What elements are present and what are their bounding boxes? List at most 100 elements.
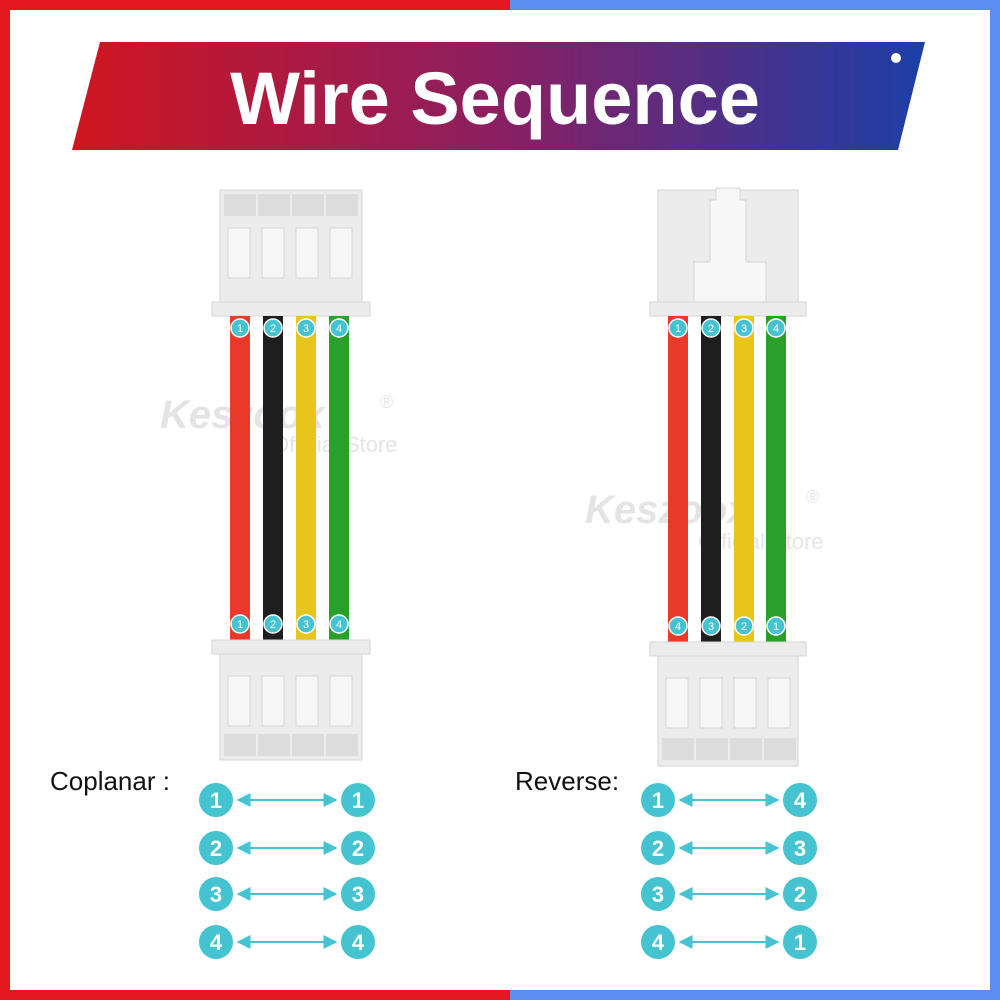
to-pin-badge [341,831,375,865]
pin-number: 3 [741,323,747,335]
from-pin-number: 4 [210,930,223,955]
pin-number: 4 [773,323,779,335]
pin-badge [734,318,754,338]
mapping-row: 3 3 [199,877,375,911]
watermark-mark: ® [806,487,819,507]
to-pin-badge [783,925,817,959]
title-banner [72,42,925,150]
to-pin-number: 4 [794,788,807,813]
to-pin-number: 2 [352,836,364,861]
from-pin-number: 1 [210,788,222,813]
mapping-row: 2 3 [641,831,817,865]
mapping-row: 1 1 [199,783,375,817]
reverse-bottom-connector [649,641,807,767]
from-pin-badge [199,831,233,865]
pin-number: 2 [270,323,276,335]
wire-red [230,316,250,640]
pin-number: 3 [708,621,714,633]
from-pin-badge [641,925,675,959]
wire-green [329,316,349,640]
to-pin-number: 1 [794,930,806,955]
pin-badge [230,318,250,338]
from-pin-badge [199,783,233,817]
pin-badge [329,614,349,634]
pin-number: 3 [303,619,309,631]
pin-number: 1 [773,621,779,633]
wire-black [263,316,283,640]
pin-badge [263,614,283,634]
pin-number: 4 [336,619,342,631]
coplanar-bottom-connector [211,639,371,761]
to-pin-number: 3 [352,882,364,907]
pin-number: 1 [675,323,681,335]
frame-bottom-left [0,990,510,1000]
pin-badge [701,616,721,636]
reverse-label: Reverse: [515,766,619,796]
pin-badge [734,616,754,636]
coplanar-top-connector [211,189,371,317]
to-pin-badge [341,877,375,911]
mapping-row: 1 4 [641,783,817,817]
pin-number: 2 [741,621,747,633]
pin-number: 2 [708,323,714,335]
frame-top-left [0,0,510,10]
wire-black [701,316,721,642]
pin-badge [668,318,688,338]
to-pin-number: 4 [352,930,365,955]
to-pin-badge [341,783,375,817]
pin-badge [263,318,283,338]
pin-number: 1 [237,323,243,335]
pin-number: 1 [237,619,243,631]
wire-yellow [296,316,316,640]
from-pin-number: 3 [210,882,222,907]
coplanar-top-pins: 1 2 3 4 [230,318,349,338]
pin-number: 4 [336,323,342,335]
wire-yellow [734,316,754,642]
reverse-mapping: 1 4 2 3 3 2 4 1 [641,783,817,959]
to-pin-badge [341,925,375,959]
from-pin-number: 1 [652,788,664,813]
from-pin-badge [641,783,675,817]
pin-badge [766,616,786,636]
to-pin-number: 2 [794,882,806,907]
pin-badge [296,318,316,338]
pin-number: 2 [270,619,276,631]
pin-badge [701,318,721,338]
pin-number: 4 [675,621,681,633]
pin-badge [329,318,349,338]
frame-right [990,0,1000,1000]
pin-badge [296,614,316,634]
wire-green [766,316,786,642]
reverse-top-connector [649,187,807,317]
mapping-row: 4 1 [641,925,817,959]
watermark-mark: ® [380,392,393,412]
to-pin-badge [783,831,817,865]
from-pin-badge [199,925,233,959]
coplanar-cable: 1 2 3 4 1 2 3 4 [211,189,371,761]
coplanar-mapping: 1 1 2 2 3 3 4 4 [199,783,375,959]
to-pin-badge [783,877,817,911]
pin-badge [766,318,786,338]
coplanar-bottom-pins: 1 2 3 4 [230,614,349,634]
from-pin-number: 2 [652,836,664,861]
reverse-top-pins: 1 2 3 4 [668,318,786,338]
mapping-row: 4 4 [199,925,375,959]
page-title: Wire Sequence [230,57,760,140]
mapping-row: 2 2 [199,831,375,865]
from-pin-number: 4 [652,930,665,955]
coplanar-label: Coplanar : [50,766,170,796]
from-pin-number: 3 [652,882,664,907]
frame-left [0,0,10,1000]
wire-red [668,316,688,642]
banner-hole-icon [891,53,901,63]
pin-badge [230,614,250,634]
from-pin-badge [199,877,233,911]
to-pin-badge [783,783,817,817]
reverse-cable: 1 2 3 4 4 3 2 1 [649,187,807,767]
frame-top-right [510,0,1000,10]
to-pin-number: 1 [352,788,364,813]
to-pin-number: 3 [794,836,806,861]
pin-badge [668,616,688,636]
